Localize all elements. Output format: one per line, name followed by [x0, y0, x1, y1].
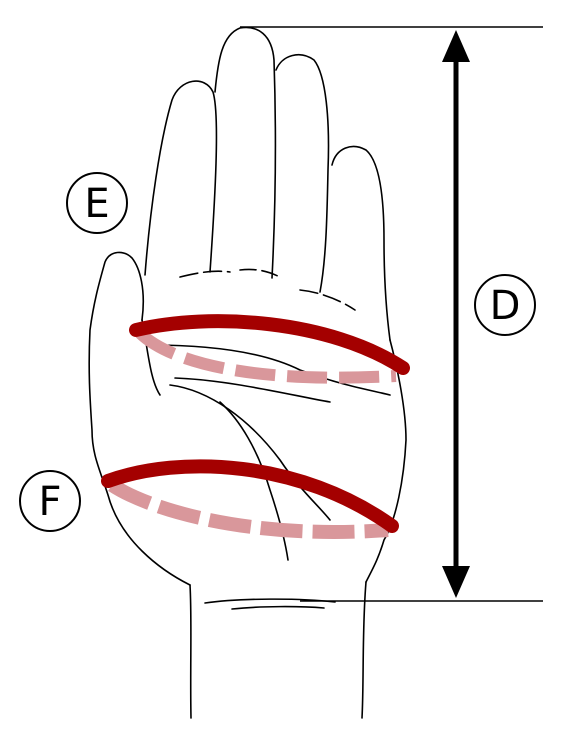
label-e-text: E — [84, 181, 109, 227]
measurement-band-e — [129, 314, 410, 384]
label-f: F — [19, 470, 81, 532]
measurement-d — [240, 26, 543, 602]
label-e: E — [66, 172, 128, 234]
label-f-text: F — [38, 479, 61, 525]
double-headed-arrow-icon — [442, 30, 470, 598]
label-d: D — [474, 274, 536, 336]
measurement-band-f — [101, 459, 399, 539]
label-d-text: D — [490, 283, 521, 329]
